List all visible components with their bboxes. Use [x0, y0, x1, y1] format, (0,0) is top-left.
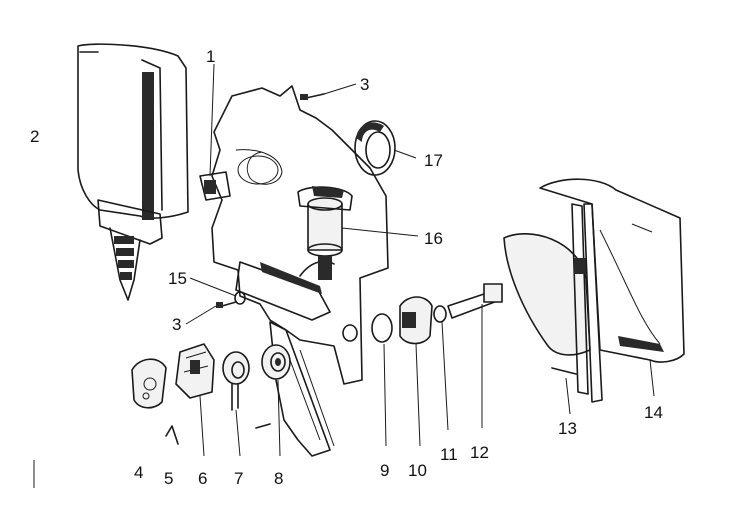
- part-2-housing: [77, 43, 189, 301]
- part-7-gear: [222, 351, 250, 411]
- label-part-4: 4: [134, 463, 143, 482]
- label-part-8: 8: [274, 469, 283, 488]
- part-9-o-ring: [371, 313, 393, 343]
- part-15-washer: [234, 291, 246, 305]
- label-part-6: 6: [198, 469, 207, 488]
- label-part-5: 5: [164, 469, 173, 488]
- small-screw: [255, 423, 271, 429]
- part-5-clip: [165, 425, 179, 445]
- part-13-shutter-plate: [503, 203, 591, 395]
- part-16-motor: [297, 186, 353, 280]
- part-3-screw-lower: [216, 301, 237, 308]
- label-part-3-top: 3: [360, 75, 369, 94]
- label-part-14: 14: [644, 403, 663, 422]
- part-14-rear-housing: [539, 178, 685, 403]
- label-part-7: 7: [234, 469, 243, 488]
- label-part-15: 15: [168, 269, 187, 288]
- main-frame-plate: [211, 85, 389, 457]
- label-part-16: 16: [424, 229, 443, 248]
- part-12-shaft: [447, 283, 503, 319]
- label-part-2: 2: [30, 127, 39, 146]
- label-part-1: 1: [206, 47, 215, 66]
- part-labels: 1 2 3 3 4 5 6 7 8 9 10 11 12 13 14 15 16…: [30, 47, 663, 488]
- label-part-10: 10: [408, 461, 427, 480]
- part-8-pulley: [261, 344, 291, 380]
- part-10-bearing: [399, 296, 433, 345]
- label-part-17: 17: [424, 151, 443, 170]
- part-3-screw-top: [300, 93, 325, 100]
- part-11-washer: [433, 305, 447, 323]
- part-1-bracket: [199, 171, 231, 201]
- label-part-11: 11: [440, 445, 458, 464]
- label-part-9: 9: [380, 461, 389, 480]
- leader-lines: [33, 63, 655, 488]
- part-6-cam: [175, 343, 215, 399]
- part-4-cover-plate: [131, 358, 167, 409]
- label-part-12: 12: [470, 443, 489, 462]
- part-17-ring: [354, 120, 396, 176]
- label-part-13: 13: [558, 419, 577, 438]
- label-part-3-lower: 3: [172, 315, 181, 334]
